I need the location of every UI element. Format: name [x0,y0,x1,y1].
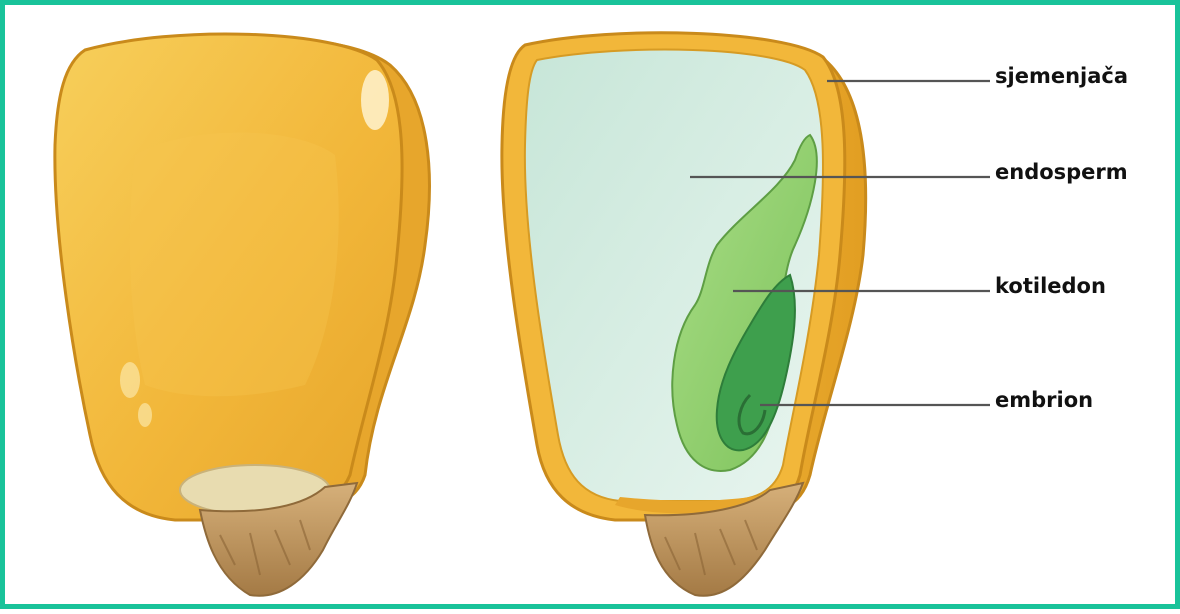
label-cotyledon: kotiledon [995,276,1106,297]
label-seed-coat: sjemenjača [995,66,1128,87]
whole-kernel-highlight-2 [120,362,140,398]
whole-kernel-highlight [361,70,389,130]
label-endosperm: endosperm [995,162,1128,183]
maize-kernel-illustration [5,5,1180,614]
whole-kernel-sheen [130,133,339,397]
whole-kernel-highlight-3 [138,403,152,427]
whole-kernel [55,34,430,596]
label-embryo: embrion [995,390,1093,411]
sectioned-kernel [502,33,866,596]
